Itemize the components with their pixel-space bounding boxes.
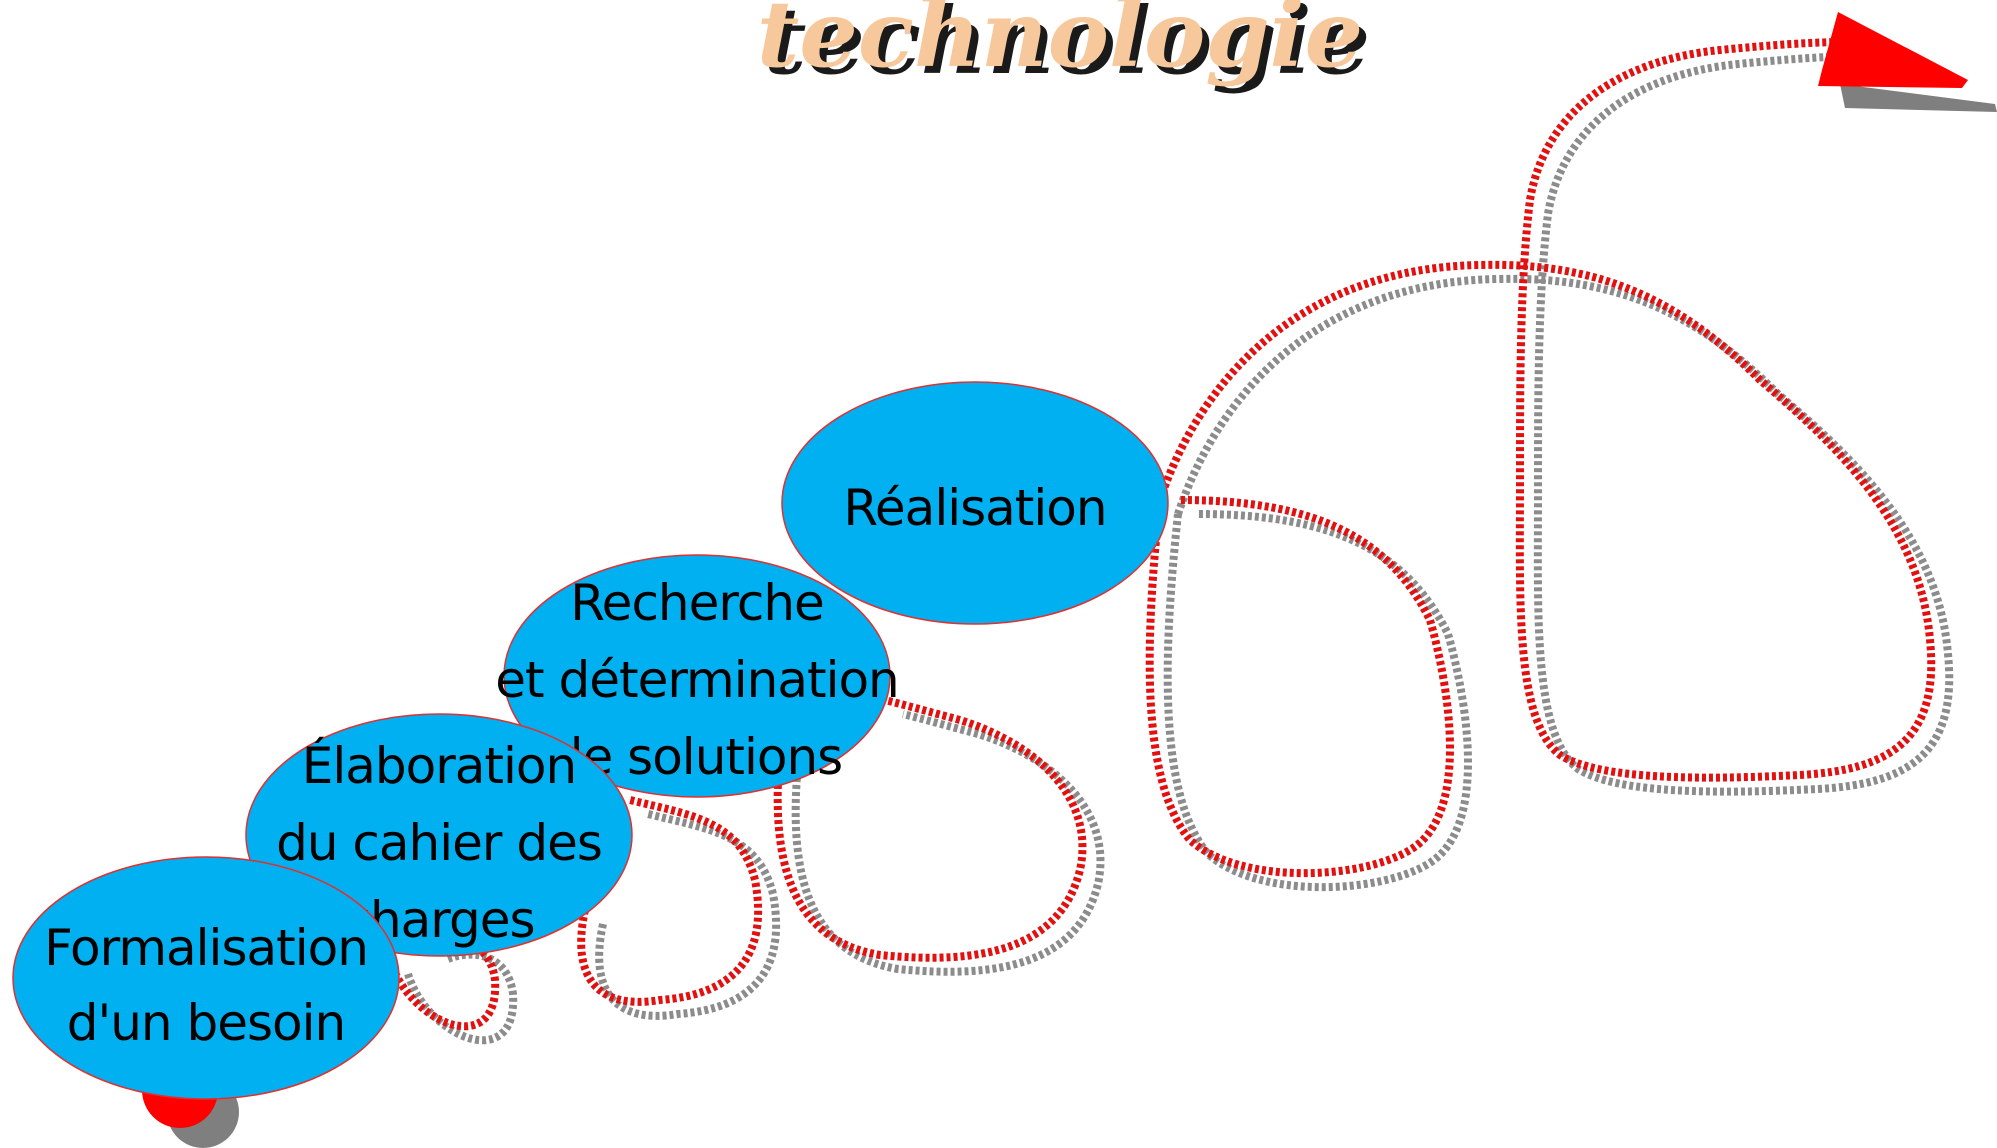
track-red-loop-5	[1156, 38, 1936, 782]
track-grey-loop-4	[1163, 510, 1472, 892]
track-red-loop-4	[1145, 496, 1454, 878]
stage-realisation: Réalisation	[781, 381, 1169, 625]
end-arrow	[1818, 12, 1997, 112]
track-red-loop-3	[773, 696, 1087, 962]
stage-formalisation: Formalisation d'un besoin	[12, 856, 400, 1100]
arrow-head	[1818, 12, 1968, 88]
stage-label-line: Recherche	[570, 574, 824, 632]
stage-label-line: Formalisation	[44, 919, 368, 977]
track-main	[386, 38, 1936, 1031]
stage-recherche: Recherche et détermination de solutions	[495, 554, 900, 798]
stage-ellipse	[12, 856, 400, 1100]
track-grey-loop-5	[1174, 52, 1954, 796]
stage-label-line: Réalisation	[843, 479, 1106, 537]
track-red-loop-2	[577, 796, 763, 1006]
track-shadow	[404, 52, 1954, 1045]
stage-label-line: et détermination	[495, 651, 899, 709]
diagram-title: technologie technologie	[757, 0, 1370, 95]
title-text: technologie	[757, 0, 1363, 88]
stage-label-line: d'un besoin	[67, 994, 345, 1052]
arrow-head-shadow	[1840, 84, 1997, 112]
track-grey-loop-3	[791, 710, 1105, 976]
stage-label-line: du cahier des	[276, 814, 602, 872]
track-grey-loop-1	[404, 950, 518, 1045]
title-shadow: technologie	[764, 0, 1370, 95]
stage-ellipse	[503, 554, 891, 798]
stage-label-line: Élaboration	[302, 736, 576, 795]
stage-ellipse	[781, 381, 1169, 625]
